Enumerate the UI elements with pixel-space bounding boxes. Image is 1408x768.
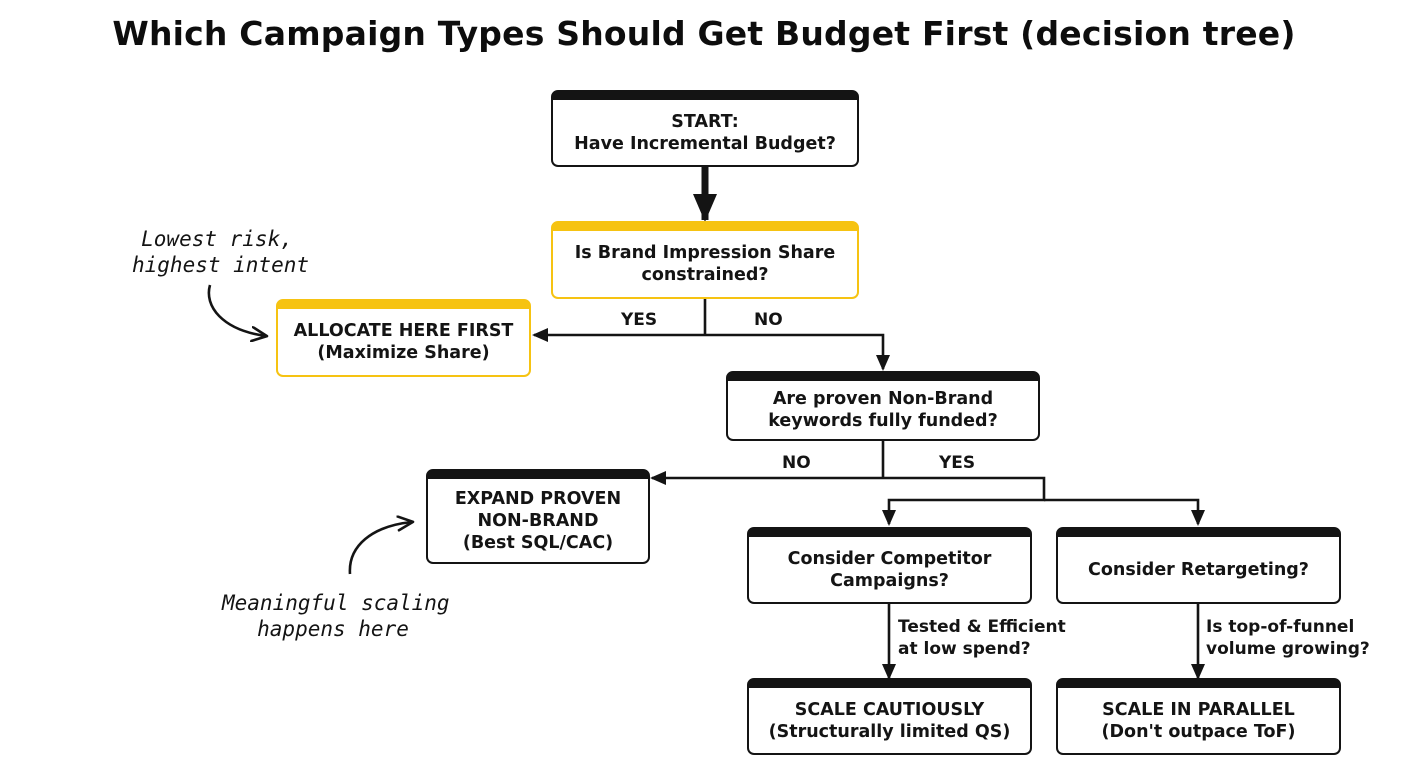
node-text-line: SCALE IN PARALLEL: [1102, 699, 1295, 720]
node-text-line: (Maximize Share): [317, 343, 490, 363]
node-scale-in-parallel: SCALE IN PARALLEL (Don't outpace ToF): [1056, 678, 1341, 755]
edge-label-retargeting-condition: Is top-of-funnel volume growing?: [1206, 616, 1370, 660]
edge-label-line: Tested & Efficient: [898, 617, 1066, 637]
annotation-line: highest intent: [132, 253, 310, 277]
node-consider-competitor: Consider Competitor Campaigns?: [747, 527, 1032, 604]
node-text-line: Consider Competitor: [787, 548, 992, 569]
node-text-line: Campaigns?: [830, 570, 949, 591]
annotation-line: Meaningful scaling: [222, 591, 450, 615]
annotation-line: Lowest risk,: [141, 227, 293, 251]
node-nonbrand-funded: Are proven Non-Brand keywords fully fund…: [726, 371, 1040, 441]
connector-yes-to-retargeting: [1044, 498, 1205, 526]
node-scale-cautiously: SCALE CAUTIOUSLY (Structurally limited Q…: [747, 678, 1032, 755]
edge-label-nonbrand-no: NO: [782, 453, 811, 473]
node-expand-proven-nonbrand: EXPAND PROVEN NON-BRAND (Best SQL/CAC): [426, 469, 650, 564]
edge-label-competitor-condition: Tested & Efficient at low spend?: [898, 616, 1066, 660]
node-text-line: Consider Retargeting?: [1088, 559, 1309, 580]
node-text-line: Is Brand Impression Share: [574, 243, 836, 263]
node-text-line: (Best SQL/CAC): [462, 532, 614, 553]
node-text-line: (Structurally limited QS): [768, 721, 1011, 742]
node-allocate-here-first: ALLOCATE HERE FIRST (Maximize Share): [276, 299, 531, 377]
node-text-line: NON-BRAND: [477, 510, 599, 531]
node-text-line: Have Incremental Budget?: [574, 133, 836, 154]
edge-label-line: volume growing?: [1206, 639, 1370, 659]
node-start: START: Have Incremental Budget?: [551, 90, 859, 167]
node-text-line: EXPAND PROVEN: [454, 488, 622, 509]
node-text-line: (Don't outpace ToF): [1101, 721, 1296, 742]
node-text-line: ALLOCATE HERE FIRST: [293, 321, 514, 341]
edge-label-nonbrand-yes: YES: [939, 453, 976, 473]
annotation-arrow-lowest-risk: [207, 284, 266, 336]
annotation-arrow-meaningful-scaling: [348, 522, 412, 575]
annotation-line: happens here: [257, 617, 409, 641]
annotation-meaningful-scaling: Meaningful scaling happens here: [222, 590, 450, 642]
node-brand-impression-share: Is Brand Impression Share constrained?: [551, 221, 859, 299]
node-text-line: Are proven Non-Brand: [772, 389, 994, 409]
edge-label-line: at low spend?: [898, 639, 1031, 659]
diagram-title: Which Campaign Types Should Get Budget F…: [112, 14, 1296, 53]
node-text-line: START:: [671, 111, 739, 132]
node-text-line: constrained?: [641, 265, 769, 285]
connector-nonbrand-yes: [882, 476, 1046, 526]
annotation-lowest-risk: Lowest risk, highest intent: [132, 226, 310, 278]
edge-label-line: Is top-of-funnel: [1206, 617, 1355, 637]
node-text-line: keywords fully funded?: [768, 411, 998, 431]
edge-label-brand-yes: YES: [621, 310, 658, 330]
edge-label-brand-no: NO: [754, 310, 783, 330]
connector-brand-no: [705, 333, 890, 371]
node-text-line: SCALE CAUTIOUSLY: [794, 699, 985, 720]
node-consider-retargeting: Consider Retargeting?: [1056, 527, 1341, 604]
